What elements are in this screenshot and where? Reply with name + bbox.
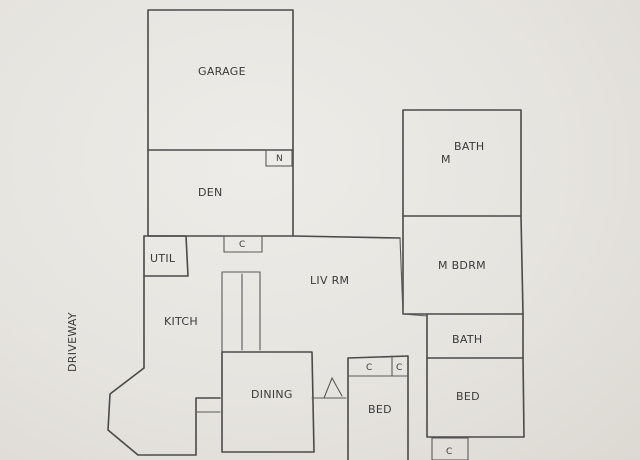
den-marker-label: N [276, 154, 283, 164]
dining-walls [221, 351, 315, 453]
room-label-bed-center: BED [368, 403, 392, 416]
master-bath-m-label: M [441, 153, 451, 166]
bed-right-closet-box [431, 437, 469, 460]
dining-door [311, 376, 347, 399]
room-label-kitchen: KITCH [164, 315, 198, 328]
kitchen-bay-walls [107, 367, 221, 456]
bed-center-closet-b-label: C [396, 363, 403, 373]
bed-center-walls [347, 355, 409, 460]
den-walls [147, 149, 294, 237]
room-label-living: LIV RM [310, 274, 349, 287]
bed-right-closet-label: C [446, 447, 453, 457]
bed-right-walls [426, 357, 525, 438]
util-closet-label: C [239, 240, 246, 250]
garage-walls [147, 9, 294, 151]
util-closet-box [223, 235, 263, 253]
master-bath-walls [402, 109, 522, 217]
driveway-label: DRIVEWAY [66, 312, 79, 372]
util-walls [143, 235, 189, 277]
hall-column [221, 271, 261, 353]
room-label-bed-right: BED [456, 390, 480, 403]
bath-walls [426, 313, 524, 359]
main-walls [143, 235, 401, 369]
living-to-wing-wall [399, 237, 428, 317]
bed-center-closet-a-label: C [366, 363, 373, 373]
room-label-bath: BATH [452, 333, 482, 346]
master-bedroom-walls [402, 215, 524, 315]
room-label-den: DEN [198, 186, 223, 199]
room-label-util: UTIL [150, 252, 176, 265]
room-label-master-bedroom: M BDRM [438, 259, 486, 272]
room-label-dining: DINING [251, 388, 293, 401]
room-label-garage: GARAGE [198, 65, 246, 78]
bed-center-closets [347, 355, 409, 377]
room-label-master-bath: BATH [454, 140, 484, 153]
den-marker-box [265, 149, 293, 167]
